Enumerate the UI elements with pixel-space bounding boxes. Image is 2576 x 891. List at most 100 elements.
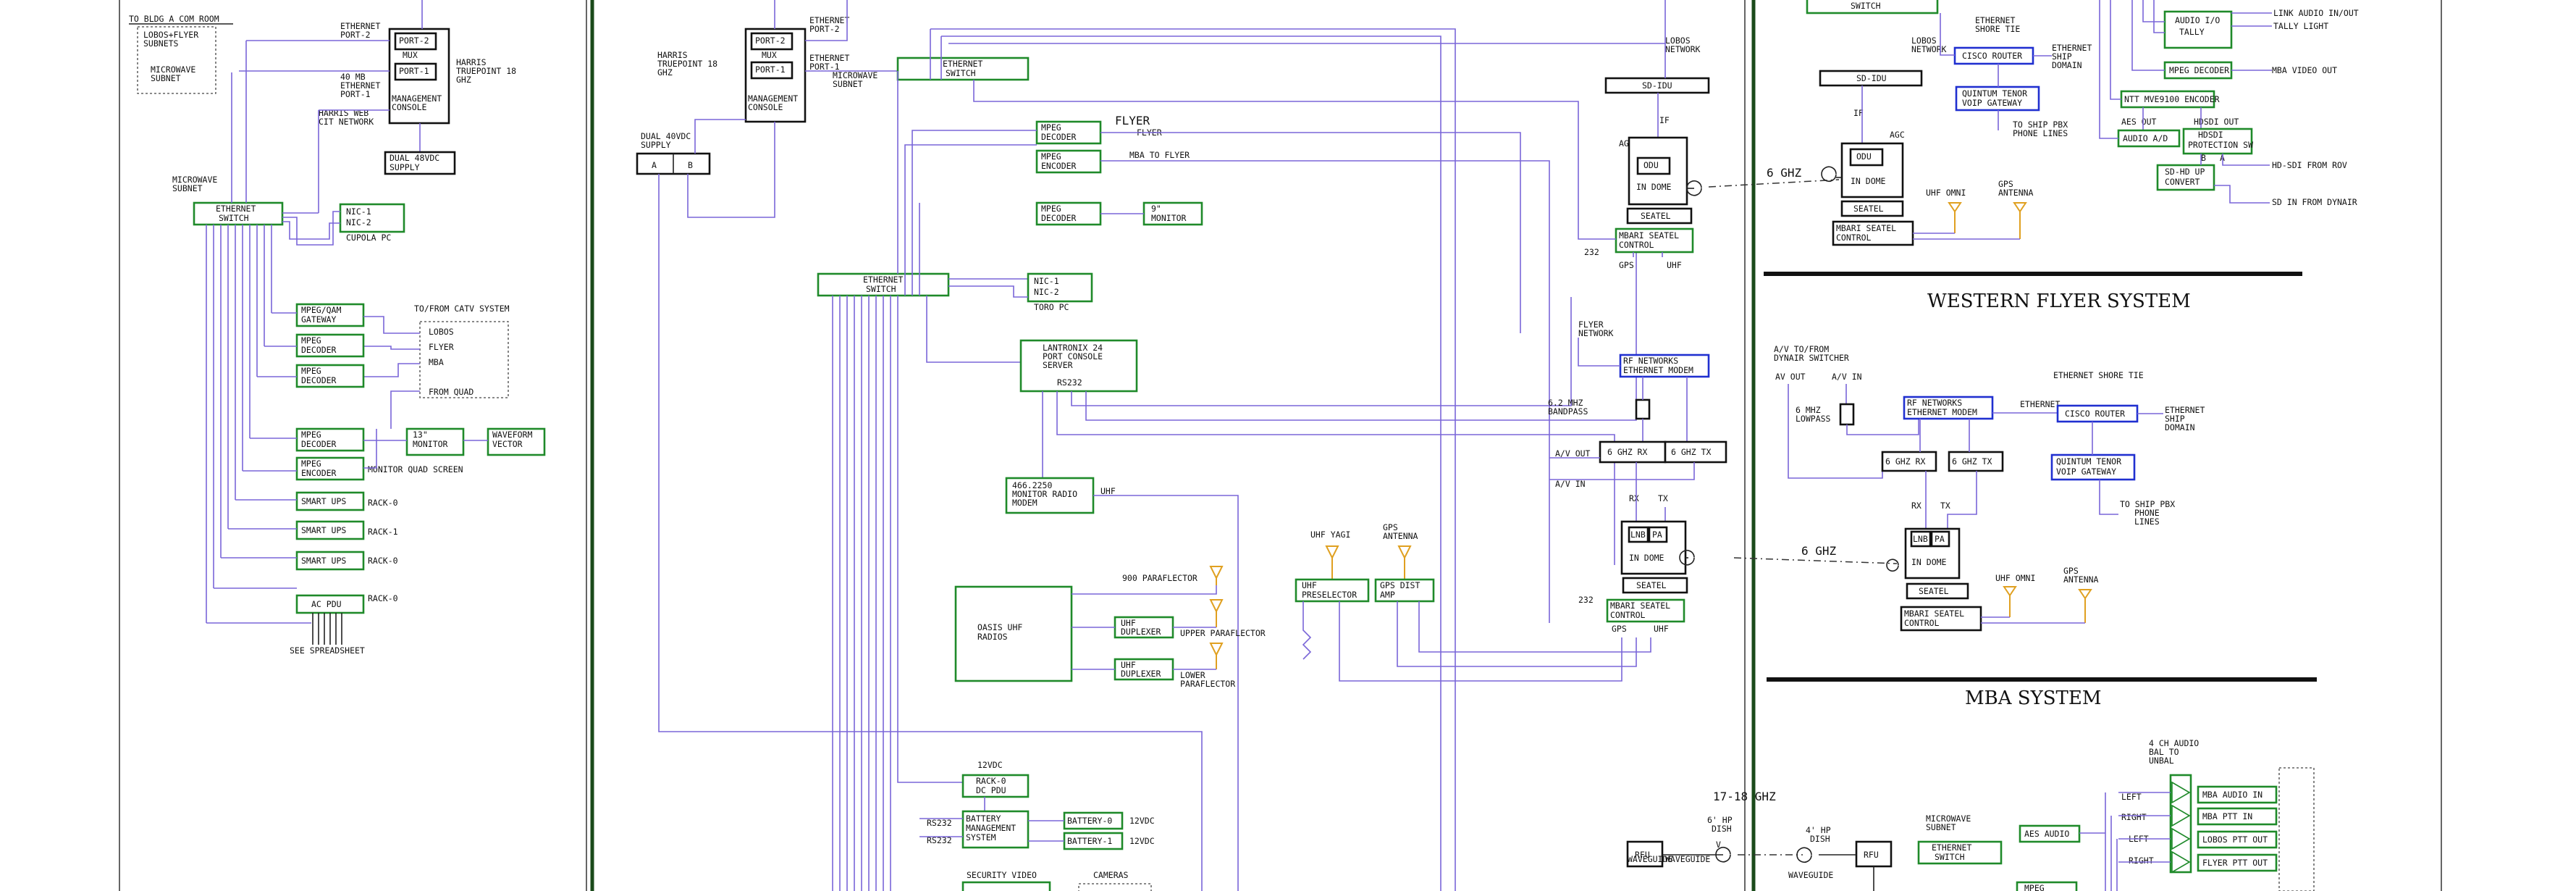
uhf-yagi-icon	[1325, 545, 1339, 580]
quintum-voip-1	[1955, 85, 2040, 112]
rfu-mid	[1626, 840, 1664, 868]
svg-text:ETHERNET: ETHERNET	[2165, 405, 2205, 415]
svg-text:RX: RX	[1629, 493, 1639, 503]
svg-text:CONTROL: CONTROL	[1610, 610, 1646, 620]
svg-text:CIT NETWORK: CIT NETWORK	[319, 117, 374, 127]
svg-text:IN DOME: IN DOME	[1911, 557, 1947, 567]
svg-text:B: B	[688, 160, 693, 170]
svg-text:NETWORK: NETWORK	[1578, 328, 1614, 338]
svg-text:RX: RX	[1911, 501, 1922, 511]
svg-text:4 CH AUDIO: 4 CH AUDIO	[2149, 738, 2199, 748]
mpeg-encoder-left	[295, 456, 365, 481]
svg-text:PA: PA	[1652, 530, 1662, 540]
svg-text:NIC-2: NIC-2	[346, 217, 371, 227]
svg-text:ETHERNET: ETHERNET	[1975, 15, 2015, 25]
svg-text:CONSOLE: CONSOLE	[392, 102, 427, 112]
svg-text:SERVER: SERVER	[1043, 360, 1073, 370]
svg-text:CISCO ROUTER: CISCO ROUTER	[2065, 409, 2125, 419]
svg-text:MBARI SEATEL: MBARI SEATEL	[1836, 223, 1896, 233]
svg-text:DECODER: DECODER	[301, 375, 337, 385]
svg-text:SD-HD UP: SD-HD UP	[2165, 167, 2205, 177]
svg-text:SWITCH: SWITCH	[946, 68, 976, 78]
svg-text:MBARI SEATEL: MBARI SEATEL	[1610, 601, 1670, 611]
svg-text:DOMAIN: DOMAIN	[2165, 422, 2195, 432]
dc-pdu	[961, 774, 1030, 798]
svg-text:6 GHZ TX: 6 GHZ TX	[1671, 447, 1711, 457]
svg-text:BAL TO: BAL TO	[2149, 747, 2179, 757]
svg-text:ANTENNA: ANTENNA	[1998, 188, 2034, 198]
svg-text:FLYER: FLYER	[1115, 114, 1150, 127]
svg-text:MBARI SEATEL: MBARI SEATEL	[1904, 608, 1964, 619]
svg-text:IN DOME: IN DOME	[1629, 553, 1664, 563]
svg-text:AUDIO A/D: AUDIO A/D	[2123, 133, 2168, 143]
svg-text:AV OUT: AV OUT	[1775, 372, 1806, 382]
svg-text:SEE SPREADSHEET: SEE SPREADSHEET	[290, 645, 365, 656]
svg-text:NIC-1: NIC-1	[346, 206, 371, 217]
svg-text:LNB: LNB	[1913, 534, 1928, 544]
svg-text:TRUEPOINT 18: TRUEPOINT 18	[657, 59, 717, 69]
svg-text:DECODER: DECODER	[1041, 132, 1077, 142]
svg-text:PORT-2: PORT-2	[340, 30, 371, 40]
security-video-box	[961, 881, 1051, 891]
uhf-preselector	[1295, 578, 1370, 603]
svg-text:UHF: UHF	[1100, 486, 1116, 496]
svg-text:LOWER: LOWER	[1180, 670, 1205, 680]
svg-text:MICROWAVE: MICROWAVE	[172, 175, 217, 185]
svg-text:SHORE TIE: SHORE TIE	[1975, 24, 2020, 34]
svg-text:BANDPASS: BANDPASS	[1548, 406, 1588, 417]
paraflector-900-icon	[1209, 566, 1224, 585]
svg-text:SWITCH: SWITCH	[866, 284, 896, 294]
svg-text:NETWORK: NETWORK	[1665, 44, 1701, 54]
svg-text:AES AUDIO: AES AUDIO	[2024, 829, 2069, 839]
svg-text:GPS: GPS	[1612, 624, 1627, 634]
svg-text:PROTECTION SW: PROTECTION SW	[2188, 140, 2253, 150]
svg-text:6 GHZ RX: 6 GHZ RX	[1885, 456, 1925, 467]
svg-text:MBA PTT IN: MBA PTT IN	[2202, 811, 2252, 821]
svg-text:RS232: RS232	[1057, 377, 1082, 388]
svg-text:MPEG: MPEG	[1041, 151, 1061, 162]
svg-text:UHF: UHF	[1121, 660, 1136, 670]
smart-ups-3	[295, 551, 365, 571]
svg-text:SHIP: SHIP	[2165, 414, 2185, 424]
svg-text:ETHERNET MODEM: ETHERNET MODEM	[1907, 407, 1977, 417]
svg-text:RACK-0: RACK-0	[368, 556, 398, 566]
mpeg-decoder-mid-2	[1035, 201, 1102, 226]
ethernet-switch-right-top	[1806, 0, 1939, 14]
svg-text:OASIS UHF: OASIS UHF	[977, 622, 1022, 632]
gps-antenna-right-2-icon	[2078, 589, 2092, 623]
mpeg-qam-gateway	[295, 303, 365, 327]
svg-text:CAMERAS: CAMERAS	[1093, 870, 1129, 880]
svg-text:UHF YAGI: UHF YAGI	[1310, 530, 1350, 540]
upper-paraflector-icon	[1209, 599, 1224, 627]
svg-text:MICROWAVE: MICROWAVE	[151, 64, 195, 75]
svg-text:9": 9"	[1151, 204, 1161, 214]
mpeg-mba	[2016, 881, 2078, 891]
svg-text:A/V TO/FROM: A/V TO/FROM	[1774, 344, 1829, 354]
svg-text:UHF: UHF	[1667, 260, 1682, 270]
mba-ptt-in	[2197, 807, 2278, 826]
svg-text:DYNAIR SWITCHER: DYNAIR SWITCHER	[1774, 353, 1849, 363]
svg-text:DECODER: DECODER	[1041, 213, 1077, 223]
seatel-mid	[1626, 207, 1693, 225]
svg-text:SWITCH: SWITCH	[219, 213, 249, 223]
svg-text:MANAGEMENT: MANAGEMENT	[748, 93, 798, 104]
svg-text:MPEG: MPEG	[301, 366, 321, 376]
svg-text:6 GHZ: 6 GHZ	[1767, 166, 1802, 180]
ghz6-tx-right	[1948, 451, 2004, 472]
svg-text:CONVERT: CONVERT	[2165, 177, 2200, 187]
svg-text:CONTROL: CONTROL	[1619, 240, 1654, 250]
svg-text:12VDC: 12VDC	[1129, 836, 1155, 846]
svg-text:QUINTUM TENOR: QUINTUM TENOR	[1962, 88, 2027, 99]
svg-text:SD-IDU: SD-IDU	[1856, 73, 1887, 83]
svg-text:MUX: MUX	[403, 50, 418, 60]
mpeg-decoder-mid-1	[1035, 120, 1102, 145]
svg-text:17-18 GHZ: 17-18 GHZ	[1713, 790, 1776, 803]
middle-panel: HARRIS TRUEPOINT 18 GHZ PORT-2 MUX PORT-…	[636, 0, 1840, 891]
svg-text:GHZ: GHZ	[456, 75, 471, 85]
monitor-radio-modem	[1005, 477, 1095, 514]
svg-text:BATTERY-1: BATTERY-1	[1067, 836, 1112, 846]
svg-text:UPPER PARAFLECTOR: UPPER PARAFLECTOR	[1180, 628, 1266, 638]
svg-text:ENCODER: ENCODER	[1041, 161, 1077, 171]
mpeg-encoder-mid	[1035, 149, 1102, 174]
svg-text:MPEG: MPEG	[1041, 204, 1061, 214]
